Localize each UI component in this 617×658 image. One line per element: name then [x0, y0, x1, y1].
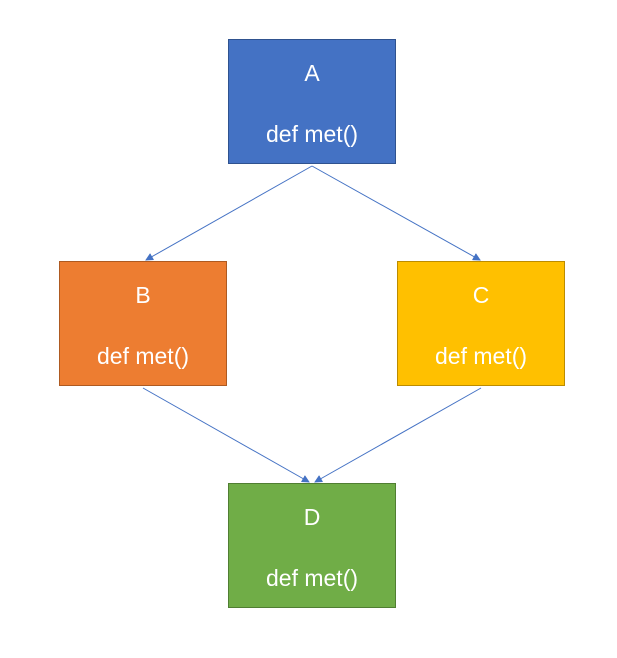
- class-node-b: B def met(): [59, 261, 227, 386]
- class-name-c: C: [472, 282, 490, 308]
- class-name-a: A: [304, 60, 320, 86]
- edge-a-to-c: [311, 165, 481, 261]
- class-node-a: A def met(): [228, 39, 396, 164]
- edge-b-to-d: [142, 387, 310, 483]
- class-node-c: C def met(): [397, 261, 565, 386]
- method-signature-b: def met(): [96, 343, 190, 369]
- edge-a-to-b: [145, 165, 313, 261]
- class-node-d: D def met(): [228, 483, 396, 608]
- edge-c-to-d: [314, 387, 482, 483]
- method-signature-c: def met(): [434, 343, 528, 369]
- class-name-b: B: [135, 282, 151, 308]
- method-signature-a: def met(): [265, 121, 359, 147]
- class-name-d: D: [303, 504, 321, 530]
- method-signature-d: def met(): [265, 565, 359, 591]
